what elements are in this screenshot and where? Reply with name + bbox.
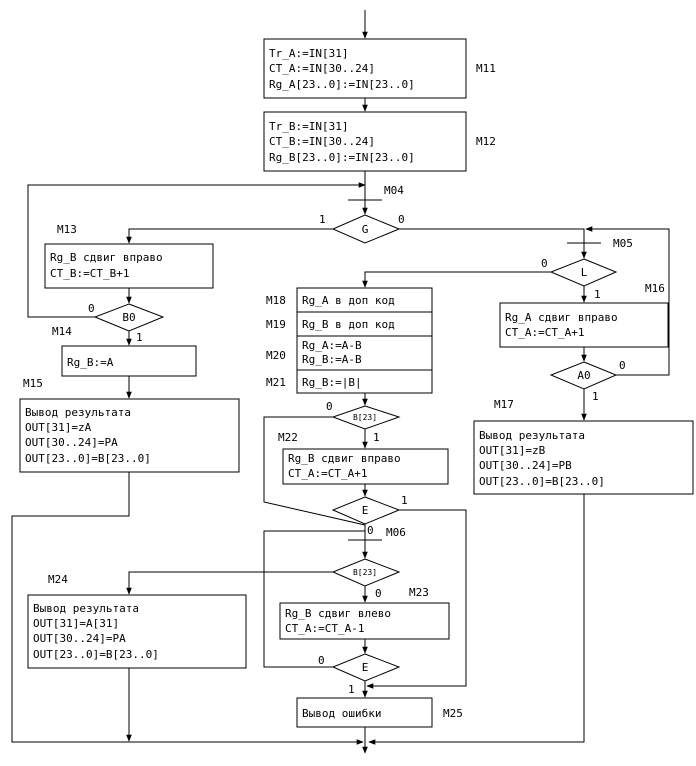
block-line: CT_A:=IN[30..24]: [269, 62, 375, 75]
decision-text: B0: [122, 311, 135, 324]
decision-b23-bottom: B[23] 0: [331, 558, 401, 600]
block-label: M23: [409, 586, 429, 599]
branch-label: 0: [318, 654, 325, 667]
block-line: Rg_B сдвиг вправо: [50, 251, 163, 264]
block-m24: Вывод результата OUT[31]=A[31] OUT[30..2…: [27, 573, 247, 669]
block-line: Tr_B:=IN[31]: [269, 120, 348, 133]
block-label: M12: [476, 135, 496, 148]
decision-text: B[23]: [353, 413, 377, 422]
block-line: CT_B:=CT_B+1: [50, 267, 129, 280]
block-m14: Rg_B:=A M14: [52, 325, 197, 377]
block-label: M14: [52, 325, 72, 338]
block-label: M15: [23, 377, 43, 390]
decision-e-bottom: E 0 1: [318, 653, 401, 696]
decision-g: G 1 0: [319, 213, 405, 244]
branch-label: 1: [401, 494, 408, 507]
branch-label: 0: [88, 302, 95, 315]
block-m11: Tr_A:=IN[31] CT_A:=IN[30..24] Rg_A[23..0…: [263, 38, 496, 99]
block-line: Rg_B в доп код: [302, 318, 395, 331]
branch-label: 1: [592, 390, 599, 403]
block-line: Rg_B:=A: [67, 356, 114, 369]
branch-label: 1: [136, 331, 143, 344]
block-label: M13: [57, 223, 77, 236]
decision-b0: B0 0 1: [88, 302, 165, 344]
block-label: M17: [494, 398, 514, 411]
block-label: M25: [443, 707, 463, 720]
block-label: M11: [476, 62, 496, 75]
block-m23: Rg_B сдвиг влево CT_A:=CT_A-1 M23: [279, 586, 450, 640]
branch-label: 1: [348, 683, 355, 696]
decision-text: E: [362, 661, 369, 674]
block-line: Rg_A:=A-B: [302, 339, 362, 352]
block-label: M20: [266, 349, 286, 362]
block-m17: Вывод результата OUT[31]=zB OUT[30..24]=…: [473, 398, 694, 495]
block-line: OUT[23..0]=B[23..0]: [479, 475, 605, 488]
block-line: OUT[30..24]=PA: [25, 436, 118, 449]
block-label: M24: [48, 573, 68, 586]
block-stack-m18-m21: Rg_A в доп код Rg_B в доп код Rg_A:=A-B …: [266, 287, 433, 394]
decision-text: A0: [577, 369, 590, 382]
block-line: CT_A:=CT_A-1: [285, 622, 364, 635]
block-label: M21: [266, 376, 286, 389]
node-label-m05: M05: [613, 237, 633, 250]
block-line: Вывод результата: [479, 429, 585, 442]
block-line: Rg_B:=|B|: [302, 376, 362, 389]
branch-label: 0: [375, 587, 382, 600]
block-m22: Rg_B сдвиг вправо CT_A:=CT_A+1 M22: [278, 431, 449, 485]
block-m15: Вывод результата OUT[31]=zA OUT[30..24]=…: [19, 377, 240, 473]
decision-e-top: E 1 0: [331, 494, 408, 537]
branch-label: 0: [367, 524, 374, 537]
decision-l: L 0 1: [541, 257, 618, 301]
block-m13: Rg_B сдвиг вправо CT_B:=CT_B+1 M13: [44, 223, 214, 289]
block-label: M19: [266, 318, 286, 331]
block-label: M16: [645, 282, 665, 295]
block-line: OUT[23..0]=B[23..0]: [33, 648, 159, 661]
block-line: CT_A:=CT_A+1: [288, 467, 367, 480]
branch-label: 0: [541, 257, 548, 270]
block-label: M22: [278, 431, 298, 444]
block-line: Rg_B сдвиг вправо: [288, 452, 401, 465]
decision-text: G: [362, 223, 369, 236]
decision-text: E: [362, 504, 369, 517]
block-line: Rg_A сдвиг вправо: [505, 311, 618, 324]
branch-label: 0: [398, 213, 405, 226]
block-line: OUT[31]=A[31]: [33, 617, 119, 630]
branch-label: 1: [319, 213, 326, 226]
decision-text: B[23]: [353, 568, 377, 577]
block-line: OUT[31]=zB: [479, 444, 546, 457]
block-line: Rg_B сдвиг влево: [285, 607, 391, 620]
branch-label: 0: [619, 359, 626, 372]
node-label-m04: M04: [384, 184, 404, 197]
block-m12: Tr_B:=IN[31] CT_B:=IN[30..24] Rg_B[23..0…: [263, 111, 496, 172]
branch-label: 1: [594, 288, 601, 301]
block-m25: Вывод ошибки M25: [296, 697, 463, 728]
block-line: CT_B:=IN[30..24]: [269, 135, 375, 148]
decision-b23-top: B[23] 0 1: [326, 400, 401, 444]
branch-label: 0: [326, 400, 333, 413]
block-line: OUT[30..24]=PB: [479, 459, 572, 472]
block-line: Rg_B[23..0]:=IN[23..0]: [269, 151, 415, 164]
block-line: OUT[30..24]=PA: [33, 632, 126, 645]
block-line: Rg_A[23..0]:=IN[23..0]: [269, 78, 415, 91]
decision-a0: A0 0 1: [549, 359, 626, 403]
node-label-m06: M06: [386, 526, 406, 539]
decision-text: L: [581, 266, 588, 279]
block-line: Вывод результата: [33, 602, 139, 615]
block-line: OUT[31]=zA: [25, 421, 92, 434]
branch-label: 1: [373, 431, 380, 444]
block-m16: Rg_A сдвиг вправо CT_A:=CT_A+1 M16: [499, 282, 669, 348]
block-line: CT_A:=CT_A+1: [505, 326, 584, 339]
block-line: Вывод ошибки: [302, 707, 381, 720]
block-line: Вывод результата: [25, 406, 131, 419]
block-line: OUT[23..0]=B[23..0]: [25, 452, 151, 465]
block-line: Rg_A в доп код: [302, 294, 395, 307]
block-label: M18: [266, 294, 286, 307]
connectors: [11, 10, 670, 754]
block-line: Tr_A:=IN[31]: [269, 47, 348, 60]
block-line: Rg_B:=A-B: [302, 353, 362, 366]
